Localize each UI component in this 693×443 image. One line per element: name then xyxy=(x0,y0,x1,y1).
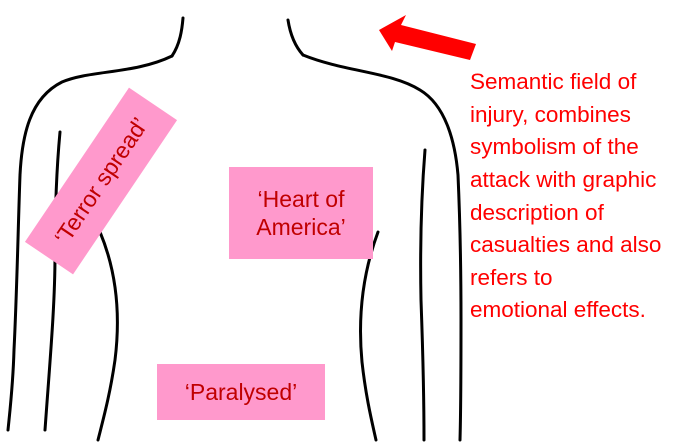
paralysed-label: ‘Paralysed’ xyxy=(157,364,325,420)
right-torso-line xyxy=(361,232,378,440)
right-neck-line xyxy=(288,20,303,55)
annotation-line: emotional effects. xyxy=(470,294,692,327)
right-arm-inner-line xyxy=(421,150,425,440)
heart-of-america-label: ‘Heart of America’ xyxy=(229,167,373,259)
annotation-line: symbolism of the xyxy=(470,131,692,164)
left-arm-inner-line xyxy=(45,132,60,430)
annotation-line: attack with graphic xyxy=(470,164,692,197)
annotation-line: refers to xyxy=(470,262,692,295)
annotation-line: casualties and also xyxy=(470,229,692,262)
annotation-line: Semantic field of xyxy=(470,66,692,99)
annotation-text: Semantic field of injury, combines symbo… xyxy=(470,66,692,327)
annotation-line: description of xyxy=(470,197,692,230)
left-torso-line xyxy=(98,232,117,440)
left-neck-line xyxy=(172,18,183,56)
annotation-line: injury, combines xyxy=(470,99,692,132)
